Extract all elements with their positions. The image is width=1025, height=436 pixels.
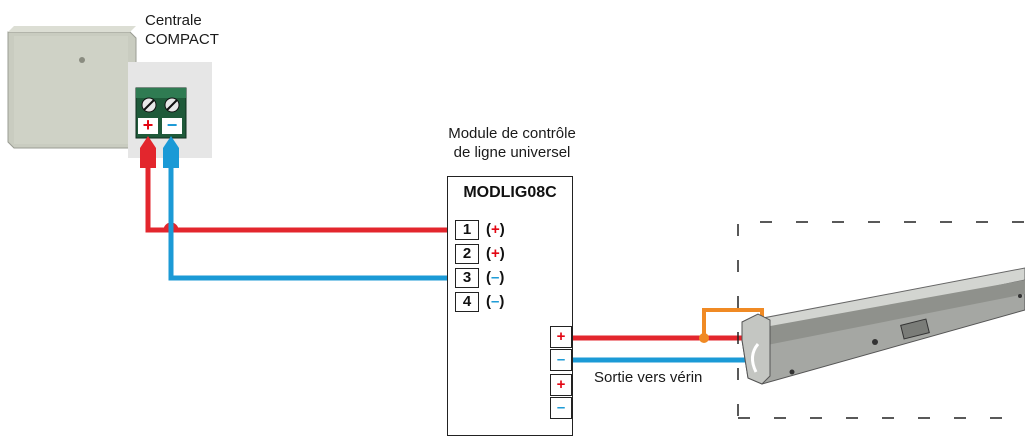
centrale-label-line1: Centrale — [145, 12, 202, 29]
output-label: Sortie vers vérin — [592, 368, 705, 387]
module-caption: Module de contrôle de ligne universel — [412, 124, 612, 162]
input-terminal-3: 3 — [455, 268, 479, 288]
input-polarity-2-open: ( — [486, 245, 491, 262]
input-polarity-2-close: ) — [499, 245, 505, 262]
centrale-plus-plug — [140, 136, 156, 168]
output-terminal-plus-1: + — [550, 326, 572, 348]
module-name: MODLIG08C — [463, 184, 557, 201]
linear-actuator — [741, 267, 1025, 385]
input-polarity-3-close: ) — [499, 269, 505, 286]
input-polarity-1-sign: + — [491, 221, 500, 238]
wiring-diagram — [7, 26, 1025, 420]
output-terminal-minus-2: – — [550, 397, 572, 419]
negative-wire — [168, 166, 456, 281]
input-polarity-1-close: ) — [499, 221, 505, 238]
centrale-minus-sign: − — [166, 115, 178, 135]
centrale-minus-plug — [163, 136, 179, 168]
input-polarity-3-open: ( — [486, 269, 491, 286]
module-caption-line1: Module de contrôle — [448, 125, 576, 142]
centrale-terminal-block — [135, 87, 187, 139]
input-polarity-1-open: ( — [486, 221, 491, 238]
output-terminal-minus-1: – — [550, 349, 572, 371]
input-polarity-4-open: ( — [486, 293, 491, 310]
centrale-plus-sign: + — [142, 115, 154, 135]
actuator-frame — [737, 221, 1025, 420]
bridge-junction — [699, 333, 709, 343]
input-polarity-2: (+) — [486, 244, 505, 264]
centrale-enclosure — [7, 26, 212, 158]
input-polarity-3-sign: – — [491, 269, 500, 286]
input-polarity-2-sign: + — [491, 245, 500, 262]
positive-wire — [145, 166, 456, 233]
centrale-label-line2: COMPACT — [145, 31, 219, 48]
input-polarity-4-sign: – — [491, 293, 500, 310]
input-terminal-2: 2 — [455, 244, 479, 264]
centrale-label: Centrale COMPACT — [145, 11, 219, 49]
input-polarity-4: (–) — [486, 292, 504, 312]
input-terminal-1: 1 — [455, 220, 479, 240]
input-polarity-4-close: ) — [499, 293, 505, 310]
input-polarity-1: (+) — [486, 220, 505, 240]
input-polarity-3: (–) — [486, 268, 504, 288]
module-caption-line2: de ligne universel — [453, 144, 571, 161]
output-terminal-plus-2: + — [550, 374, 572, 396]
input-terminal-4: 4 — [455, 292, 479, 312]
